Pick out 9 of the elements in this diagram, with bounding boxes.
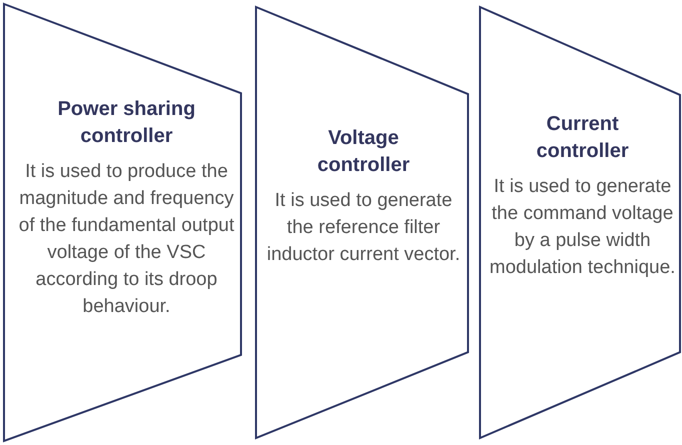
node-heading: Voltage controller: [316, 126, 411, 178]
trapezoid-shape: [3, 2, 242, 442]
node-heading: Power sharing controller: [56, 97, 196, 149]
node-description: It is used to produce the magnitude and frequency of the fundamental output voltage of the VSC according to its droop behaviour.: [18, 160, 236, 319]
trapezoid-shape: [255, 6, 469, 440]
node-description: It is used to generate the reference filter inductor current vector.: [266, 189, 461, 267]
node-heading: Current controller: [535, 112, 630, 164]
trapezoid-shape: [479, 5, 681, 440]
node-description: It is used to generate the command voltage by a pulse width modulation technique.: [488, 175, 676, 280]
